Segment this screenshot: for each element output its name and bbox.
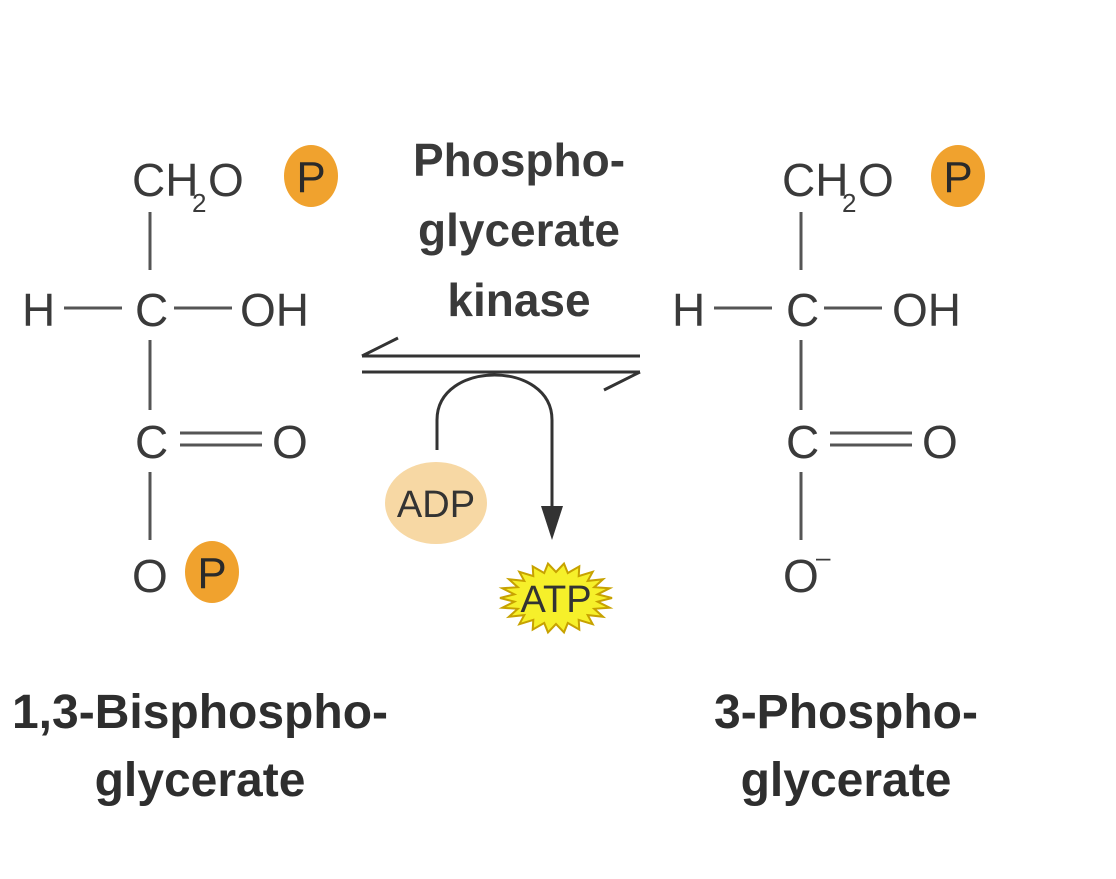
adp-badge: ADP bbox=[385, 462, 487, 544]
enzyme-line1: Phospho- bbox=[413, 134, 625, 186]
forward-arrow-head bbox=[603, 370, 641, 392]
left-carbon-2: C bbox=[135, 284, 168, 336]
left-carbon-1: C bbox=[135, 416, 168, 468]
atp-label: ATP bbox=[520, 579, 591, 621]
right-carbon-2: C bbox=[786, 284, 819, 336]
atp-starburst bbox=[498, 561, 614, 635]
left-ch2-text: CH bbox=[132, 154, 198, 206]
right-carbon-1: C bbox=[786, 416, 819, 468]
phosphate-label: P bbox=[197, 549, 226, 598]
phosphate-circle bbox=[931, 145, 985, 207]
curved-arrow-head bbox=[541, 506, 563, 540]
left-name-line2: glycerate bbox=[95, 754, 306, 807]
right-carboxylate-oxygen: O bbox=[783, 550, 819, 602]
left-hydroxyl: OH bbox=[240, 284, 309, 336]
right-name-line1: 3-Phospho- bbox=[714, 686, 978, 739]
left-name-line1: 1,3-Bisphospho- bbox=[12, 686, 388, 739]
left-bottom-oxygen: O bbox=[132, 550, 168, 602]
enzyme-line3: kinase bbox=[447, 274, 590, 326]
right-negative-charge: – bbox=[816, 542, 831, 572]
right-carbonyl-oxygen: O bbox=[922, 416, 958, 468]
adp-label: ADP bbox=[397, 484, 475, 526]
curved-arrow-path bbox=[435, 373, 554, 510]
right-hydrogen: H bbox=[672, 284, 705, 336]
right-ch2-subscript: 2 bbox=[842, 188, 856, 218]
right-molecule: CH 2 O P H C OH C O O – 3-Phospho- glyce… bbox=[672, 145, 985, 807]
cofactor-curved-arrow bbox=[435, 373, 563, 540]
right-top-phosphate-badge: P bbox=[931, 145, 985, 207]
left-bottom-phosphate-badge: P bbox=[185, 541, 239, 603]
equilibrium-arrows bbox=[361, 336, 641, 392]
phosphate-label: P bbox=[296, 153, 325, 202]
enzyme-label: Phospho- glycerate kinase bbox=[413, 134, 625, 326]
left-ch2-subscript: 2 bbox=[192, 188, 206, 218]
left-hydrogen: H bbox=[22, 284, 55, 336]
reverse-arrow-head bbox=[361, 336, 399, 358]
phosphate-circle bbox=[185, 541, 239, 603]
left-carbonyl-oxygen: O bbox=[272, 416, 308, 468]
enzyme-line2: glycerate bbox=[418, 204, 620, 256]
left-molecule: CH 2 O P H C OH C O O P 1,3-Bisphospho- … bbox=[12, 145, 388, 807]
atp-badge: ATP bbox=[498, 561, 614, 635]
left-top-oxygen: O bbox=[208, 154, 244, 206]
left-top-phosphate-badge: P bbox=[284, 145, 338, 207]
right-hydroxyl: OH bbox=[892, 284, 961, 336]
right-top-oxygen: O bbox=[858, 154, 894, 206]
right-name-line2: glycerate bbox=[741, 754, 952, 807]
right-ch2-text: CH bbox=[782, 154, 848, 206]
adp-ellipse bbox=[385, 462, 487, 544]
phosphate-label: P bbox=[943, 153, 972, 202]
phosphate-circle bbox=[284, 145, 338, 207]
